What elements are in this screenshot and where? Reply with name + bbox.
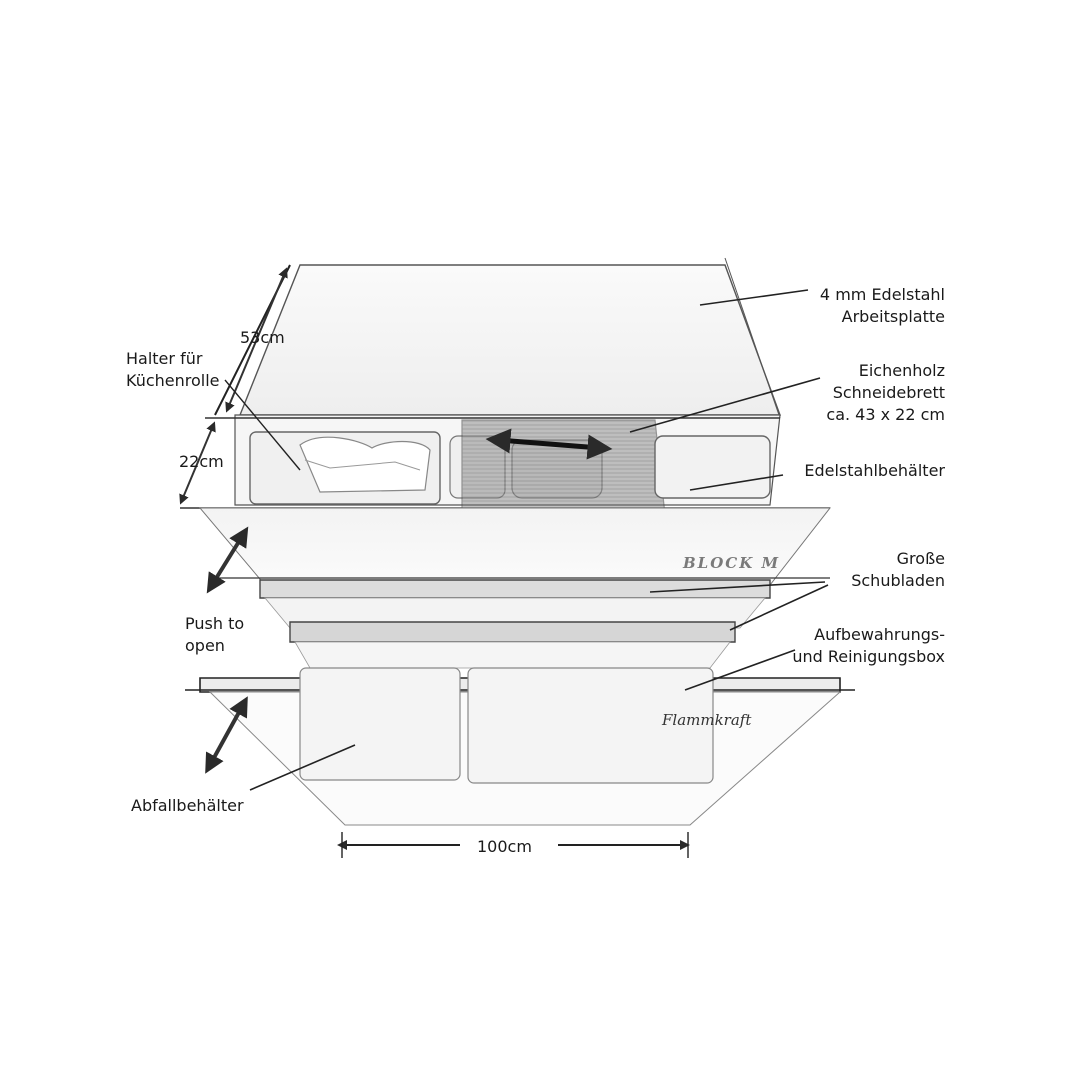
label-cutting-board: Eichenholz Schneidebrett ca. 43 x 22 cm <box>826 361 945 424</box>
depth-dimension-line <box>225 267 288 413</box>
worktop-top <box>238 264 782 416</box>
push-arrow-upper <box>206 526 249 594</box>
label-waste-bin: Abfallbehälter <box>131 796 244 815</box>
dimension-width: 100cm <box>477 837 532 856</box>
stainless-container <box>654 435 771 499</box>
dimension-height: 22cm <box>179 452 224 471</box>
waste-bin <box>299 667 461 781</box>
leader-drawer-1 <box>649 581 826 593</box>
label-push-to-open: Push to open <box>185 614 245 655</box>
drawer-large-2 <box>289 621 736 643</box>
label-roll-holder: Halter für Küchenrolle <box>126 349 220 390</box>
storage-box <box>467 667 714 784</box>
slide-arrow <box>485 428 613 460</box>
label-worktop: 4 mm Edelstahl Arbeitsplatte <box>819 285 945 326</box>
leader-container <box>689 474 784 491</box>
leader-storage-box <box>684 649 796 691</box>
drawer-large-1 <box>259 579 771 599</box>
brand-logo-front: BLOCK M <box>683 554 781 572</box>
height-dimension-line <box>179 421 216 505</box>
label-stainless-container: Edelstahlbehälter <box>804 461 945 480</box>
leader-roll-holder <box>224 379 301 471</box>
push-arrow-lower <box>205 696 248 774</box>
dimension-depth: 53cm <box>240 328 285 347</box>
label-drawers: Große Schubladen <box>851 549 945 590</box>
label-storage-box: Aufbewahrungs- und Reinigungsbox <box>792 625 945 666</box>
leader-worktop <box>699 289 809 306</box>
cutting-board <box>461 419 666 516</box>
leader-drawer-2 <box>729 584 829 631</box>
leader-waste-bin <box>249 744 356 791</box>
leader-cutting-board <box>629 377 821 433</box>
brand-script-logo: Flammkraft <box>662 711 752 729</box>
